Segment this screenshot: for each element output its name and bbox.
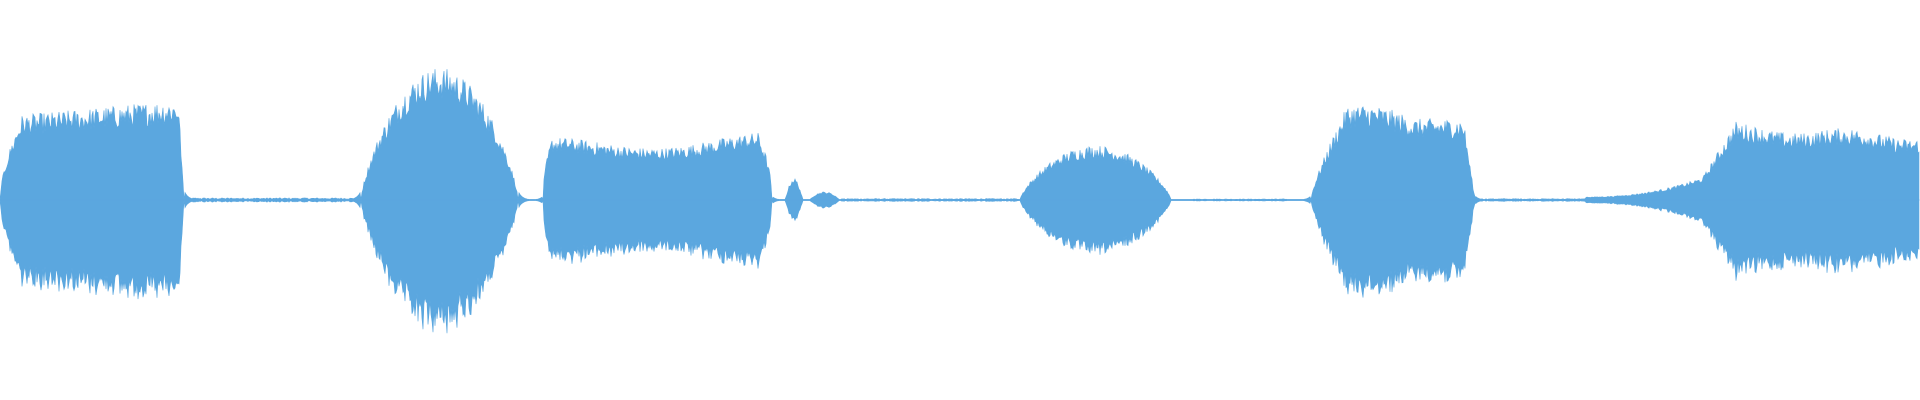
- waveform-fill: [0, 69, 1920, 334]
